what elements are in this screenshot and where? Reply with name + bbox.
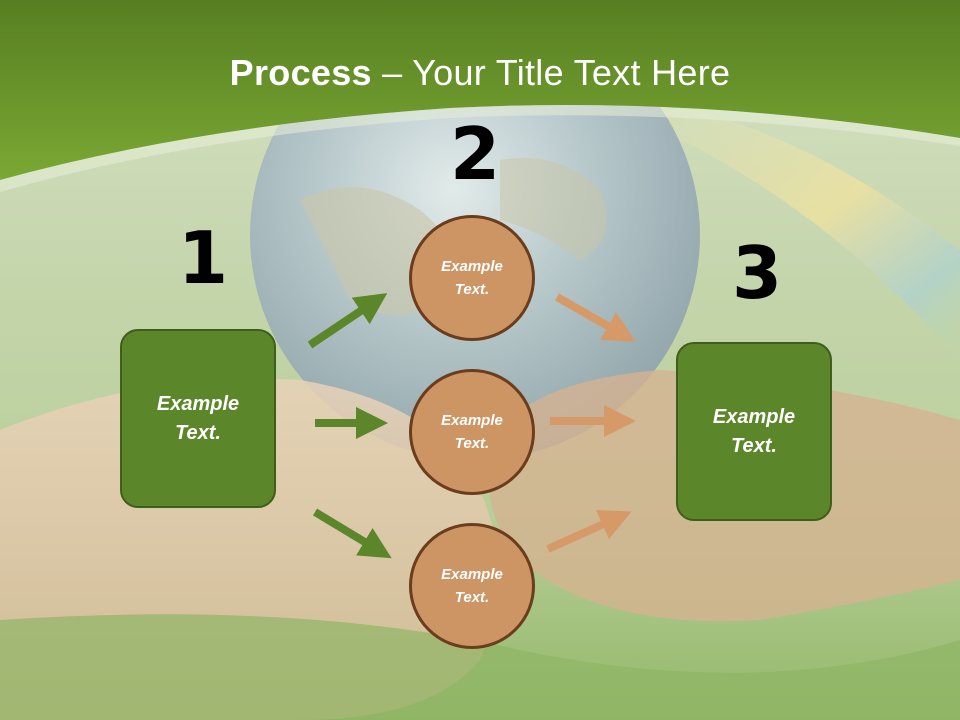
green-arrow-down bbox=[312, 508, 392, 559]
tan-arrow-down bbox=[555, 293, 636, 342]
title-bold: Process bbox=[229, 52, 372, 93]
title-rest: – Your Title Text Here bbox=[371, 52, 731, 93]
circle-middle-line2: Text. bbox=[454, 435, 490, 452]
right-box-line2: Text. bbox=[731, 434, 777, 457]
green-arrow-up bbox=[307, 293, 388, 349]
circle-top-line1: Example bbox=[441, 258, 503, 275]
circle-bottom-line1: Example bbox=[441, 566, 503, 583]
left-box-line2: Text. bbox=[175, 421, 221, 444]
step-number-1: 1 bbox=[178, 216, 229, 300]
tan-arrow-up bbox=[546, 509, 632, 553]
step-number-2: 2 bbox=[450, 112, 501, 196]
left-box-line1: Example bbox=[156, 392, 240, 415]
slide-title: Process – Your Title Text Here bbox=[0, 52, 960, 94]
circle-top-line2: Text. bbox=[454, 281, 490, 298]
step-number-3: 3 bbox=[732, 231, 783, 315]
circle-middle-line1: Example bbox=[441, 412, 503, 429]
circle-bottom-line2: Text. bbox=[454, 589, 490, 606]
right-box-line1: Example bbox=[712, 405, 796, 428]
